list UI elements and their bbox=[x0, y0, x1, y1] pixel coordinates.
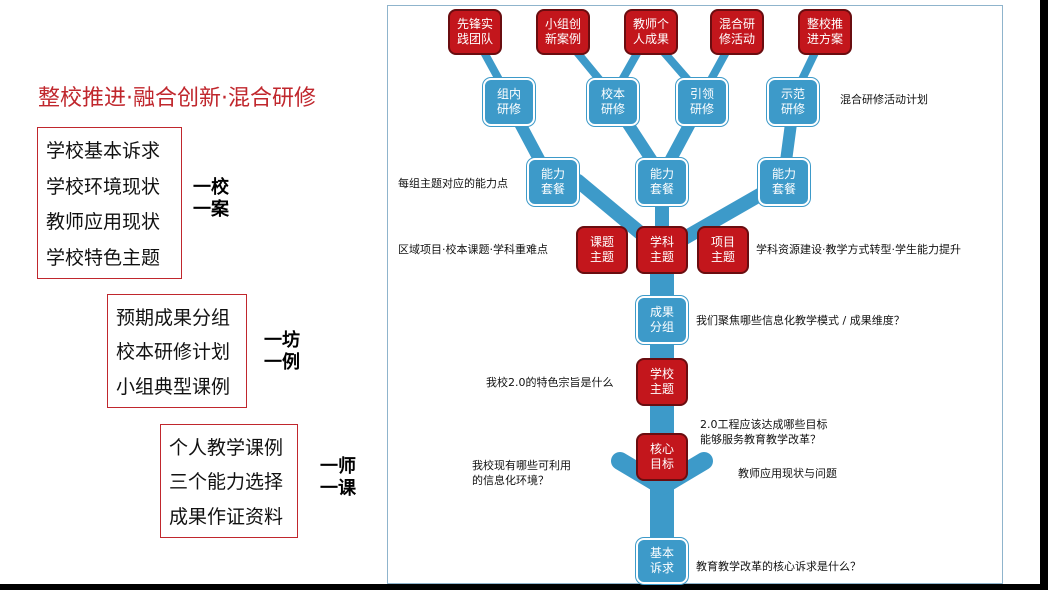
group-tag-line: 一校 bbox=[193, 177, 229, 198]
annotation-school-purpose: 我校2.0的特色宗旨是什么 bbox=[486, 376, 614, 389]
tree-node-label: 成果 bbox=[649, 305, 674, 319]
tree-node-basic-demand: 基本 诉求 bbox=[636, 538, 688, 584]
tree-node-label: 组内 bbox=[496, 87, 521, 101]
tree-node-topic-subject: 课题 主题 bbox=[576, 226, 628, 274]
group-tag-workshop: 一坊 一例 bbox=[264, 330, 300, 374]
group-item: 学校特色主题 bbox=[46, 246, 161, 269]
tree-node-label: 混合研 bbox=[718, 17, 755, 31]
tree-node-topic-discipline: 学科 主题 bbox=[636, 226, 688, 274]
tree-node-label: 主题 bbox=[710, 250, 735, 264]
tree-node-label: 套餐 bbox=[771, 182, 796, 196]
annotation-line: 能够服务教育教学改革？ bbox=[700, 433, 821, 446]
tree-node-label: 分组 bbox=[649, 320, 674, 334]
tree-node-label: 主题 bbox=[589, 250, 614, 264]
annotation-subject-resources: 学科资源建设·教学方式转型·学生能力提升 bbox=[756, 243, 961, 256]
group-item: 个人教学课例 bbox=[169, 436, 284, 459]
tree-node-group-case: 小组创 新案例 bbox=[536, 9, 590, 55]
group-item: 教师应用现状 bbox=[46, 211, 161, 234]
tree-node-topic-project: 项目 主题 bbox=[697, 226, 749, 274]
annotation-focus-modes: 我们聚焦哪些信息化教学模式 / 成果维度？ bbox=[696, 314, 905, 327]
annotation-teacher-status: 教师应用现状与问题 bbox=[738, 467, 837, 480]
tree-node-label: 引领 bbox=[689, 87, 714, 101]
group-tag-line: 一案 bbox=[193, 199, 229, 220]
group-tag-line: 一例 bbox=[264, 352, 300, 373]
tree-node-demo-research: 示范 研修 bbox=[767, 78, 819, 126]
page-title: 整校推进·融合创新·混合研修 bbox=[38, 86, 316, 111]
group-item: 三个能力选择 bbox=[169, 471, 284, 494]
tree-node-result-group: 成果 分组 bbox=[636, 296, 688, 344]
group-tag-line: 一课 bbox=[320, 478, 356, 499]
tree-node-label: 研修 bbox=[689, 102, 714, 116]
tree-node-mixed-activity: 混合研 修活动 bbox=[710, 9, 764, 55]
tree-node-label: 学校 bbox=[649, 367, 674, 381]
annotation-core-demand: 教育教学改革的核心诉求是什么？ bbox=[696, 560, 861, 573]
tree-node-label: 能力 bbox=[649, 167, 674, 181]
tree-node-lead-research: 引领 研修 bbox=[676, 78, 728, 126]
annotation-mixed-plan: 混合研修活动计划 bbox=[840, 93, 928, 106]
tree-node-label: 课题 bbox=[589, 235, 614, 249]
tree-node-label: 先锋实 bbox=[456, 17, 493, 31]
tree-node-label: 基本 bbox=[649, 546, 674, 560]
annotation-line: 2.0工程应该达成哪些目标 bbox=[700, 418, 828, 431]
tree-node-label: 主题 bbox=[649, 382, 674, 396]
annotation-line: 我校现有哪些可利用 bbox=[472, 459, 571, 472]
group-box-school: 学校基本诉求 学校环境现状 教师应用现状 学校特色主题 bbox=[37, 127, 182, 279]
tree-node-label: 践团队 bbox=[456, 32, 493, 46]
tree-node-pioneer-team: 先锋实 践团队 bbox=[448, 9, 502, 55]
tree-node-label: 能力 bbox=[540, 167, 565, 181]
tree-node-ability-2: 能力 套餐 bbox=[636, 158, 688, 206]
tree-node-label: 核心 bbox=[649, 442, 674, 456]
group-item: 学校基本诉求 bbox=[46, 140, 161, 163]
tree-node-label: 进方案 bbox=[806, 32, 843, 46]
annotation-line: 的信息化环境？ bbox=[472, 474, 549, 487]
tree-node-label: 项目 bbox=[710, 235, 735, 249]
tree-node-label: 研修 bbox=[496, 102, 521, 116]
group-item: 预期成果分组 bbox=[116, 306, 231, 329]
group-tag-line: 一坊 bbox=[264, 330, 300, 351]
tree-node-school-research: 校本 研修 bbox=[587, 78, 639, 126]
tree-node-label: 新案例 bbox=[544, 32, 581, 46]
tree-node-label: 目标 bbox=[649, 457, 674, 471]
annotation-group-ability: 每组主题对应的能力点 bbox=[398, 177, 508, 190]
tree-node-label: 教师个 bbox=[632, 17, 669, 31]
tree-node-teacher-result: 教师个 人成果 bbox=[624, 9, 678, 55]
tree-node-label: 小组创 bbox=[544, 17, 581, 31]
group-item: 成果作证资料 bbox=[169, 506, 284, 529]
tree-node-label: 示范 bbox=[780, 87, 805, 101]
group-tag-teacher: 一师 一课 bbox=[320, 456, 356, 500]
frame-edge-right bbox=[1040, 0, 1048, 590]
tree-node-ability-1: 能力 套餐 bbox=[527, 158, 579, 206]
group-item: 学校环境现状 bbox=[46, 175, 161, 198]
tree-node-label: 套餐 bbox=[649, 182, 674, 196]
annotation-region-items: 区域项目·校本课题·学科重难点 bbox=[398, 243, 548, 256]
tree-node-label: 整校推 bbox=[806, 17, 843, 31]
tree-node-label: 修活动 bbox=[718, 32, 755, 46]
tree-node-label: 能力 bbox=[771, 167, 796, 181]
tree-node-label: 学科 bbox=[649, 235, 674, 249]
annotation-project-goal: 2.0工程应该达成哪些目标 能够服务教育教学改革？ bbox=[700, 417, 828, 447]
tree-node-label: 人成果 bbox=[632, 32, 669, 46]
tree-node-label: 主题 bbox=[649, 250, 674, 264]
tree-node-label: 诉求 bbox=[649, 561, 674, 575]
group-box-workshop: 预期成果分组 校本研修计划 小组典型课例 bbox=[107, 294, 247, 408]
group-item: 校本研修计划 bbox=[116, 341, 231, 364]
tree-node-school-plan: 整校推 进方案 bbox=[798, 9, 852, 55]
group-tag-line: 一师 bbox=[320, 456, 356, 477]
tree-node-school-topic: 学校 主题 bbox=[636, 358, 688, 406]
group-item: 小组典型课例 bbox=[116, 376, 231, 399]
annotation-environment: 我校现有哪些可利用 的信息化环境？ bbox=[472, 458, 571, 488]
tree-node-core-goal: 核心 目标 bbox=[636, 433, 688, 481]
group-tag-school: 一校 一案 bbox=[193, 177, 229, 221]
frame-edge-bottom bbox=[0, 584, 1040, 590]
group-box-teacher: 个人教学课例 三个能力选择 成果作证资料 bbox=[160, 424, 298, 538]
tree-node-label: 套餐 bbox=[540, 182, 565, 196]
tree-node-ability-3: 能力 套餐 bbox=[758, 158, 810, 206]
tree-node-label: 校本 bbox=[600, 87, 625, 101]
tree-node-group-research: 组内 研修 bbox=[483, 78, 535, 126]
tree-node-label: 研修 bbox=[600, 102, 625, 116]
tree-node-label: 研修 bbox=[780, 102, 805, 116]
tree-diagram-panel: 先锋实 践团队 小组创 新案例 教师个 人成果 混合研 修活动 整校推 进方案 … bbox=[387, 5, 1003, 584]
